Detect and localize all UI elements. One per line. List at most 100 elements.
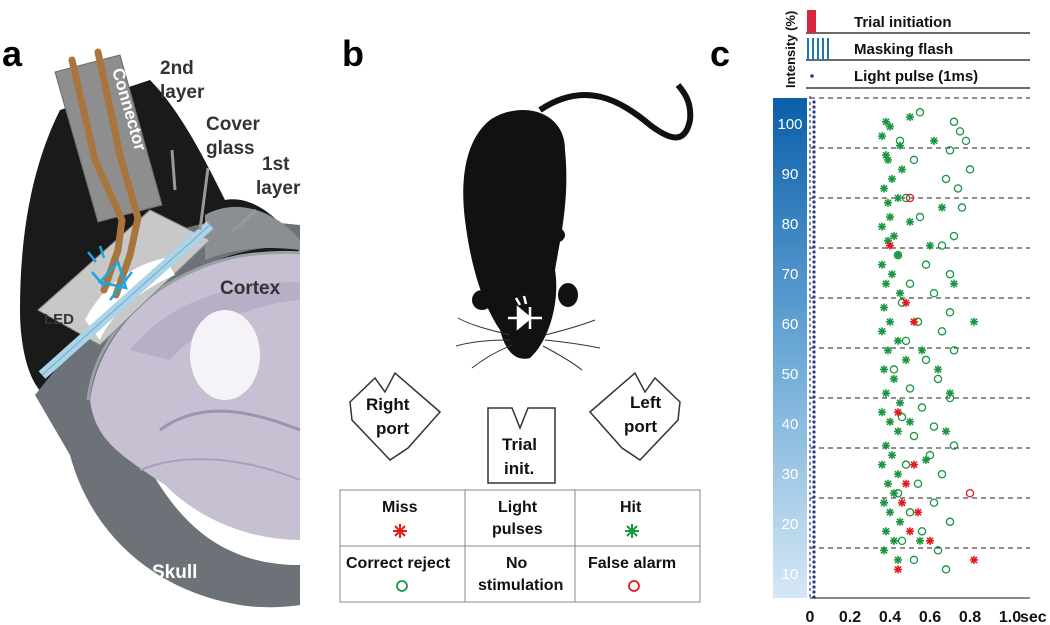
light-pulse-marker <box>812 260 816 264</box>
light-pulse-marker <box>812 240 816 244</box>
light-pulse-marker <box>812 295 816 299</box>
trial-init-label-2: init. <box>504 459 534 478</box>
hit-marker <box>930 136 938 145</box>
miss-marker-stroke <box>914 508 922 516</box>
hit-marker <box>938 203 946 212</box>
correct-reject-marker <box>937 469 947 479</box>
correct-reject-marker <box>933 546 943 555</box>
light-pulse-marker <box>812 315 816 319</box>
hit-marker <box>878 222 886 231</box>
light-pulse-marker <box>812 435 816 439</box>
light-pulse-marker <box>812 250 816 254</box>
hit-marker-stroke <box>886 508 894 516</box>
panel-c-letter: c <box>710 33 730 74</box>
whiskers <box>455 317 601 371</box>
mouse-silhouette <box>463 83 694 359</box>
correct-reject-marker <box>929 498 939 508</box>
correct-reject-marker <box>901 460 911 469</box>
hit-marker-stroke <box>894 556 902 564</box>
legend-light-pulses-1: Light <box>498 499 538 516</box>
light-pulse-marker <box>812 140 816 144</box>
correct-reject-marker <box>905 279 915 288</box>
light-pulse-marker <box>812 205 816 209</box>
light-pulse-marker <box>812 565 816 569</box>
legend-miss-marker <box>393 524 407 538</box>
light-pulse-marker <box>812 390 816 394</box>
legend-table: Miss Light pulses Hit Correct reject No … <box>339 489 701 603</box>
miss-marker-stroke <box>906 527 914 535</box>
cover-glass-edge <box>41 224 211 376</box>
first-layer-label-2: layer <box>256 178 301 199</box>
correct-reject-marker <box>941 174 951 184</box>
miss-marker <box>906 527 914 536</box>
hit-marker <box>882 279 890 288</box>
hit-marker <box>886 122 894 131</box>
hit-marker <box>934 365 942 374</box>
wire-2 <box>94 48 142 299</box>
light-pulse-marker <box>812 325 816 329</box>
correct-reject-marker <box>925 450 935 460</box>
hit-marker <box>896 517 904 526</box>
correct-reject-marker <box>913 479 923 488</box>
light-pulse-marker <box>812 195 816 199</box>
trial-init-label-1: Trial <box>502 435 537 454</box>
hit-marker-stroke <box>934 365 942 373</box>
correct-reject-marker <box>955 127 965 136</box>
light-pulse-marker <box>812 585 816 589</box>
correct-reject-marker <box>921 355 931 365</box>
x-tick-0.2: 0.2 <box>839 609 861 625</box>
intensity-label-50: 50 <box>782 366 799 383</box>
hit-marker-stroke <box>896 518 904 526</box>
light-pulse-marker <box>812 480 816 484</box>
correct-reject-marker <box>921 260 931 269</box>
hit-marker-stroke <box>880 546 888 554</box>
correct-reject-marker <box>953 184 963 193</box>
correct-reject-marker <box>897 536 907 546</box>
cover-glass-label-1: Cover <box>206 114 260 135</box>
hit-marker-stroke <box>878 132 886 140</box>
hit-marker-stroke <box>894 427 902 435</box>
x-tick-0.6: 0.6 <box>919 609 941 625</box>
head-led-icon <box>508 295 542 331</box>
hit-marker <box>894 470 902 479</box>
scatter-markers <box>812 100 978 599</box>
hit-marker <box>884 479 892 488</box>
light-pulse-marker <box>812 275 816 279</box>
miss-marker-stroke <box>910 318 918 326</box>
hit-marker <box>894 194 902 202</box>
light-pulse-marker <box>812 225 816 229</box>
correct-reject-marker <box>929 288 939 298</box>
light-pulse-marker <box>812 170 816 174</box>
row-dividers <box>810 97 1030 549</box>
hit-marker-stroke <box>886 418 894 426</box>
light-pulse-marker <box>812 450 816 454</box>
light-pulse-marker <box>812 230 816 234</box>
intensity-label-80: 80 <box>782 216 799 233</box>
light-pulse-marker <box>812 135 816 139</box>
hit-marker-stroke <box>898 165 906 173</box>
miss-marker-stroke <box>898 499 906 507</box>
hit-marker-stroke <box>930 137 938 145</box>
legend-hit: Hit <box>620 499 642 516</box>
panel-b-letter: b <box>342 33 364 74</box>
pointer-1st-layer <box>230 208 258 234</box>
light-pulse-marker <box>812 365 816 369</box>
legend-false-alarm: False alarm <box>588 555 676 572</box>
hit-marker-stroke <box>880 184 888 193</box>
light-pulse-marker <box>812 360 816 364</box>
pointer-cover-glass <box>198 167 210 231</box>
light-pulse-marker <box>812 445 816 449</box>
light-pulse-marker <box>812 385 816 389</box>
hit-marker-stroke <box>950 280 958 288</box>
light-pulse-marker <box>812 120 816 124</box>
light-pulse-marker <box>812 100 816 104</box>
correct-reject-marker <box>949 441 959 450</box>
second-layer-label-1: 2nd <box>160 58 194 79</box>
light-pulse-marker <box>812 370 816 374</box>
hit-marker <box>880 365 888 374</box>
x-tick-1.0: 1.0 <box>999 609 1021 625</box>
hit-marker-stroke <box>884 199 892 207</box>
hit-marker <box>922 455 930 464</box>
